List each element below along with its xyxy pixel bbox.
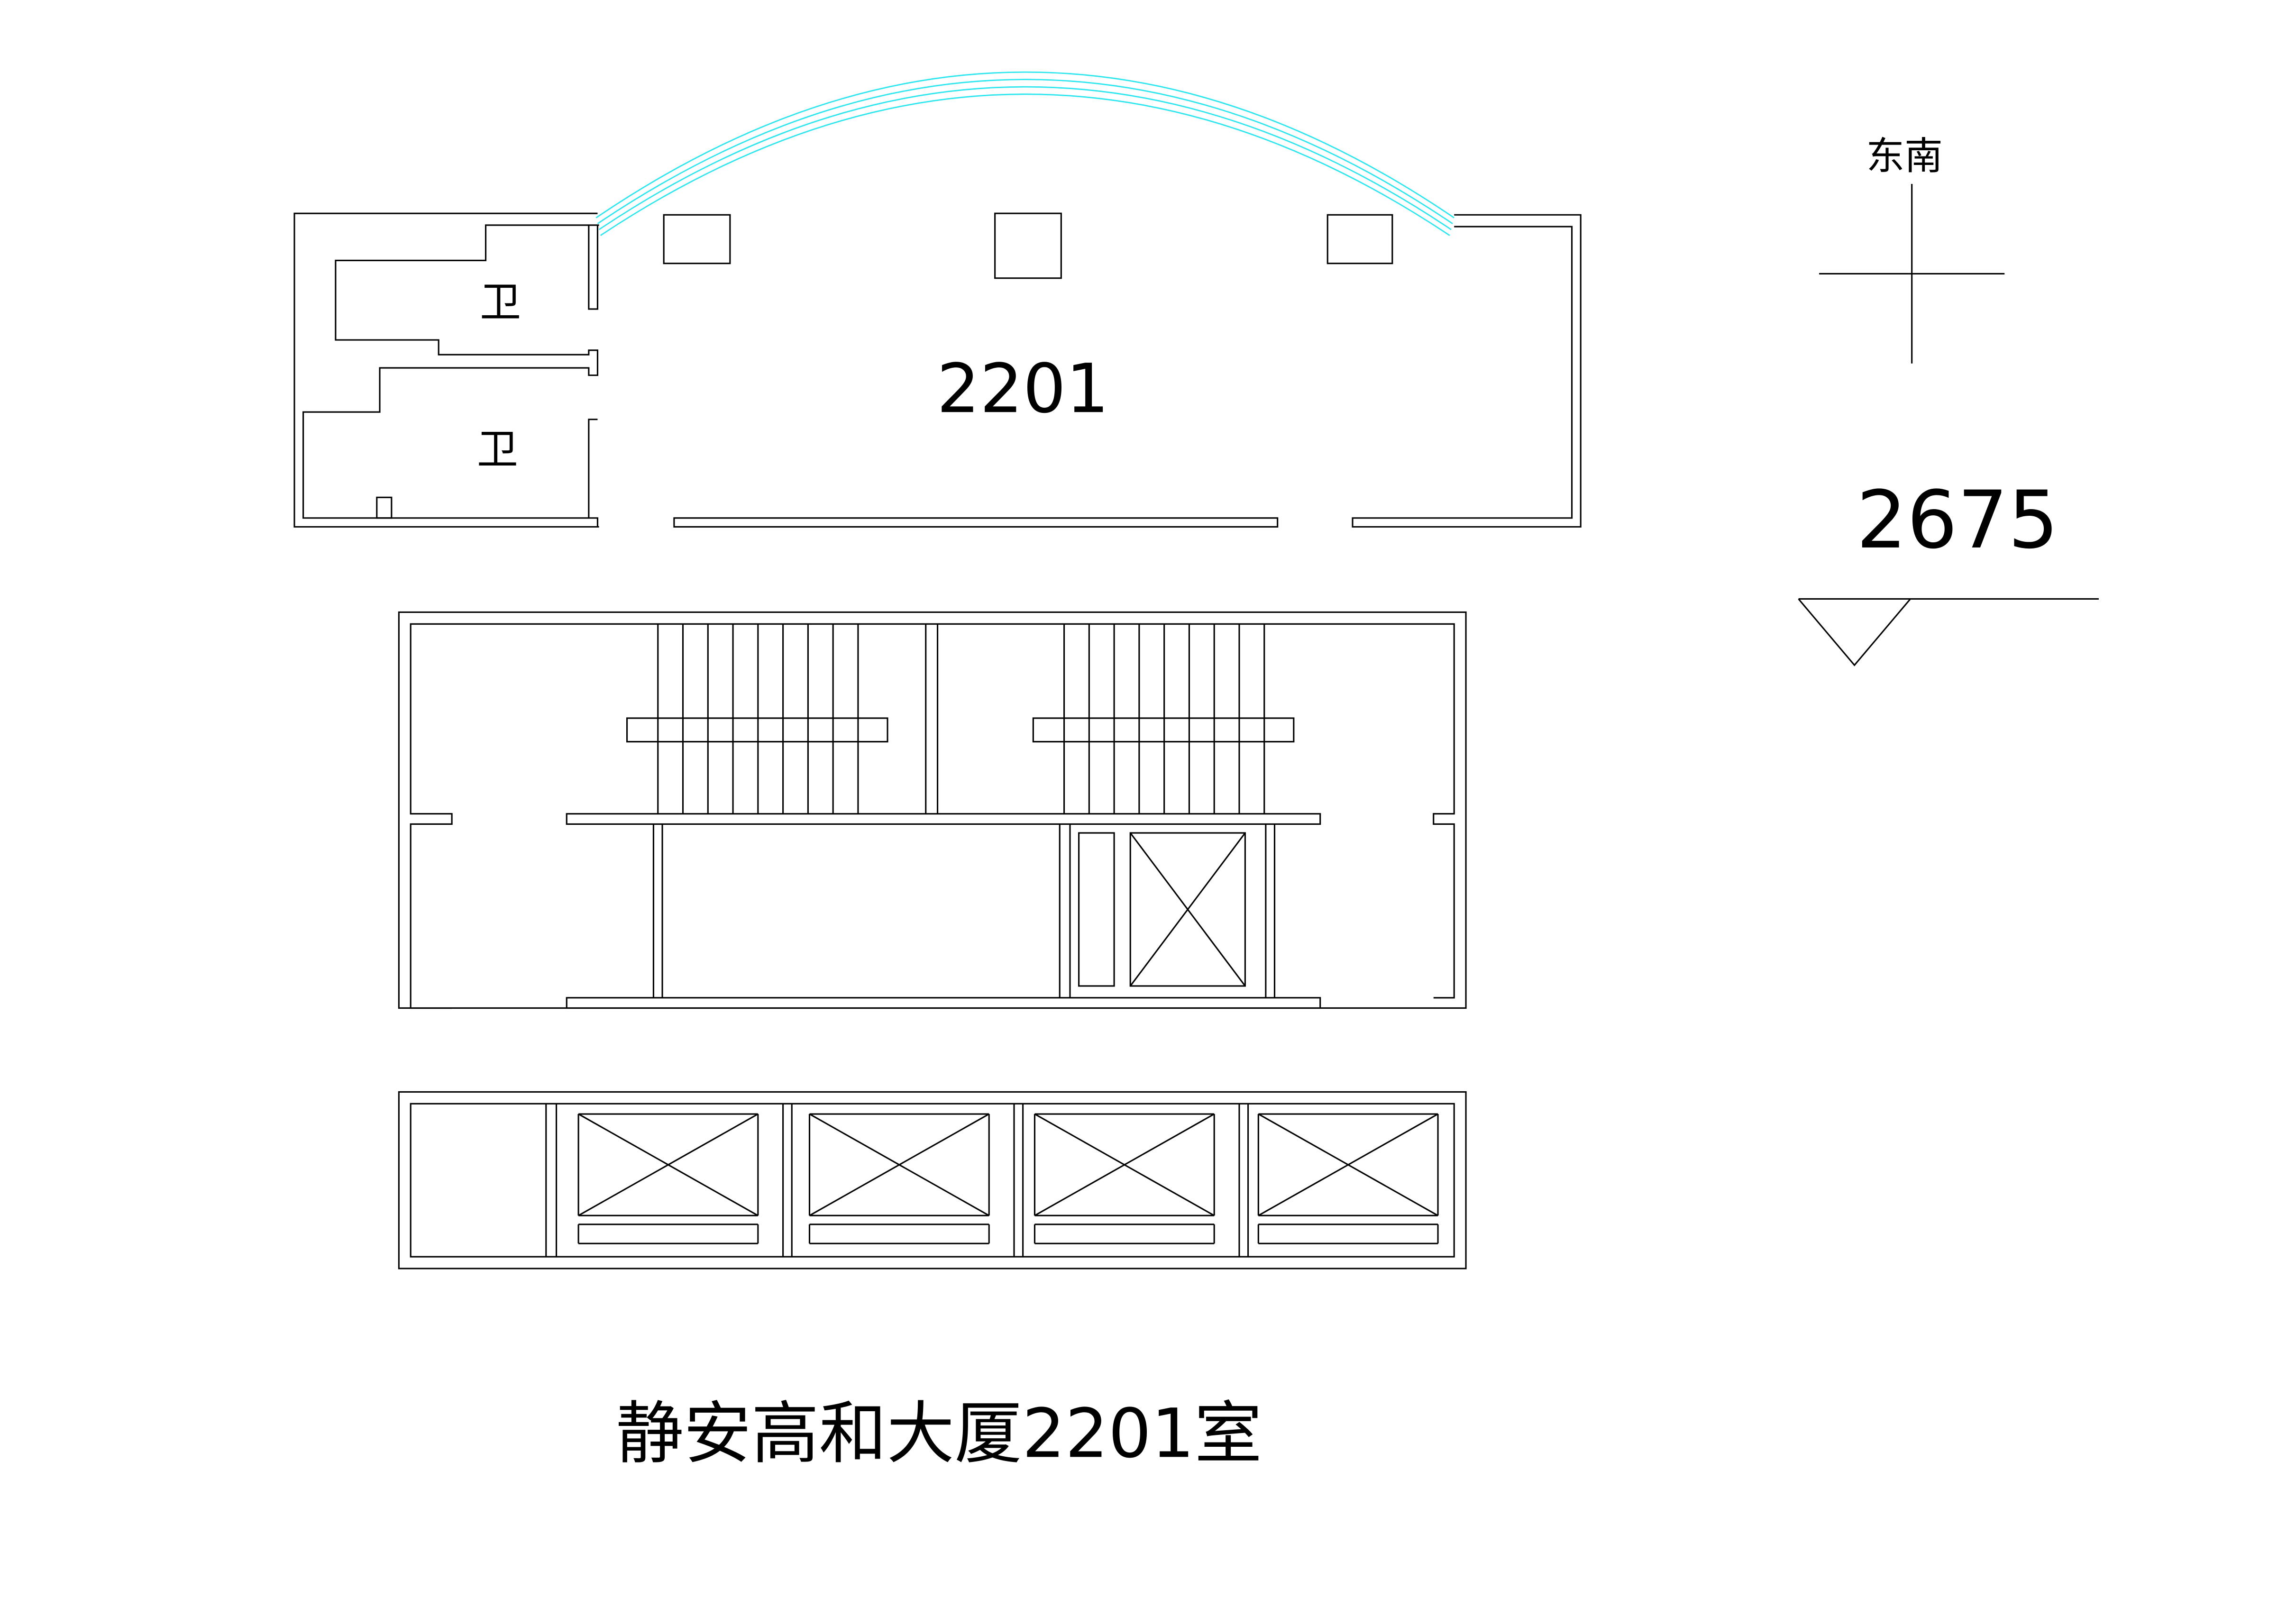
drawing-title: 静安高和大厦2201室 <box>616 1394 1262 1473</box>
elevator-cross <box>1034 1113 1215 1216</box>
column <box>663 214 731 265</box>
curved-window <box>595 71 1454 236</box>
orientation-label: 东南 <box>1866 134 1942 179</box>
room-number: 2201 <box>937 349 1109 428</box>
column <box>994 212 1062 279</box>
elevator-bank <box>398 1091 1467 1269</box>
elevator-cross <box>1258 1113 1438 1216</box>
unit-walls <box>293 212 1582 528</box>
elevation-marker <box>1798 598 2099 667</box>
bathroom-label-1: 卫 <box>480 278 521 326</box>
column <box>1326 214 1393 265</box>
bathroom-label-2: 卫 <box>477 426 518 474</box>
elevator-cross <box>578 1113 759 1216</box>
elevator-cross <box>809 1113 989 1216</box>
compass-mark <box>1819 184 2005 364</box>
stair-core <box>398 611 1467 1009</box>
elevation-value: 2675 <box>1857 474 2059 566</box>
